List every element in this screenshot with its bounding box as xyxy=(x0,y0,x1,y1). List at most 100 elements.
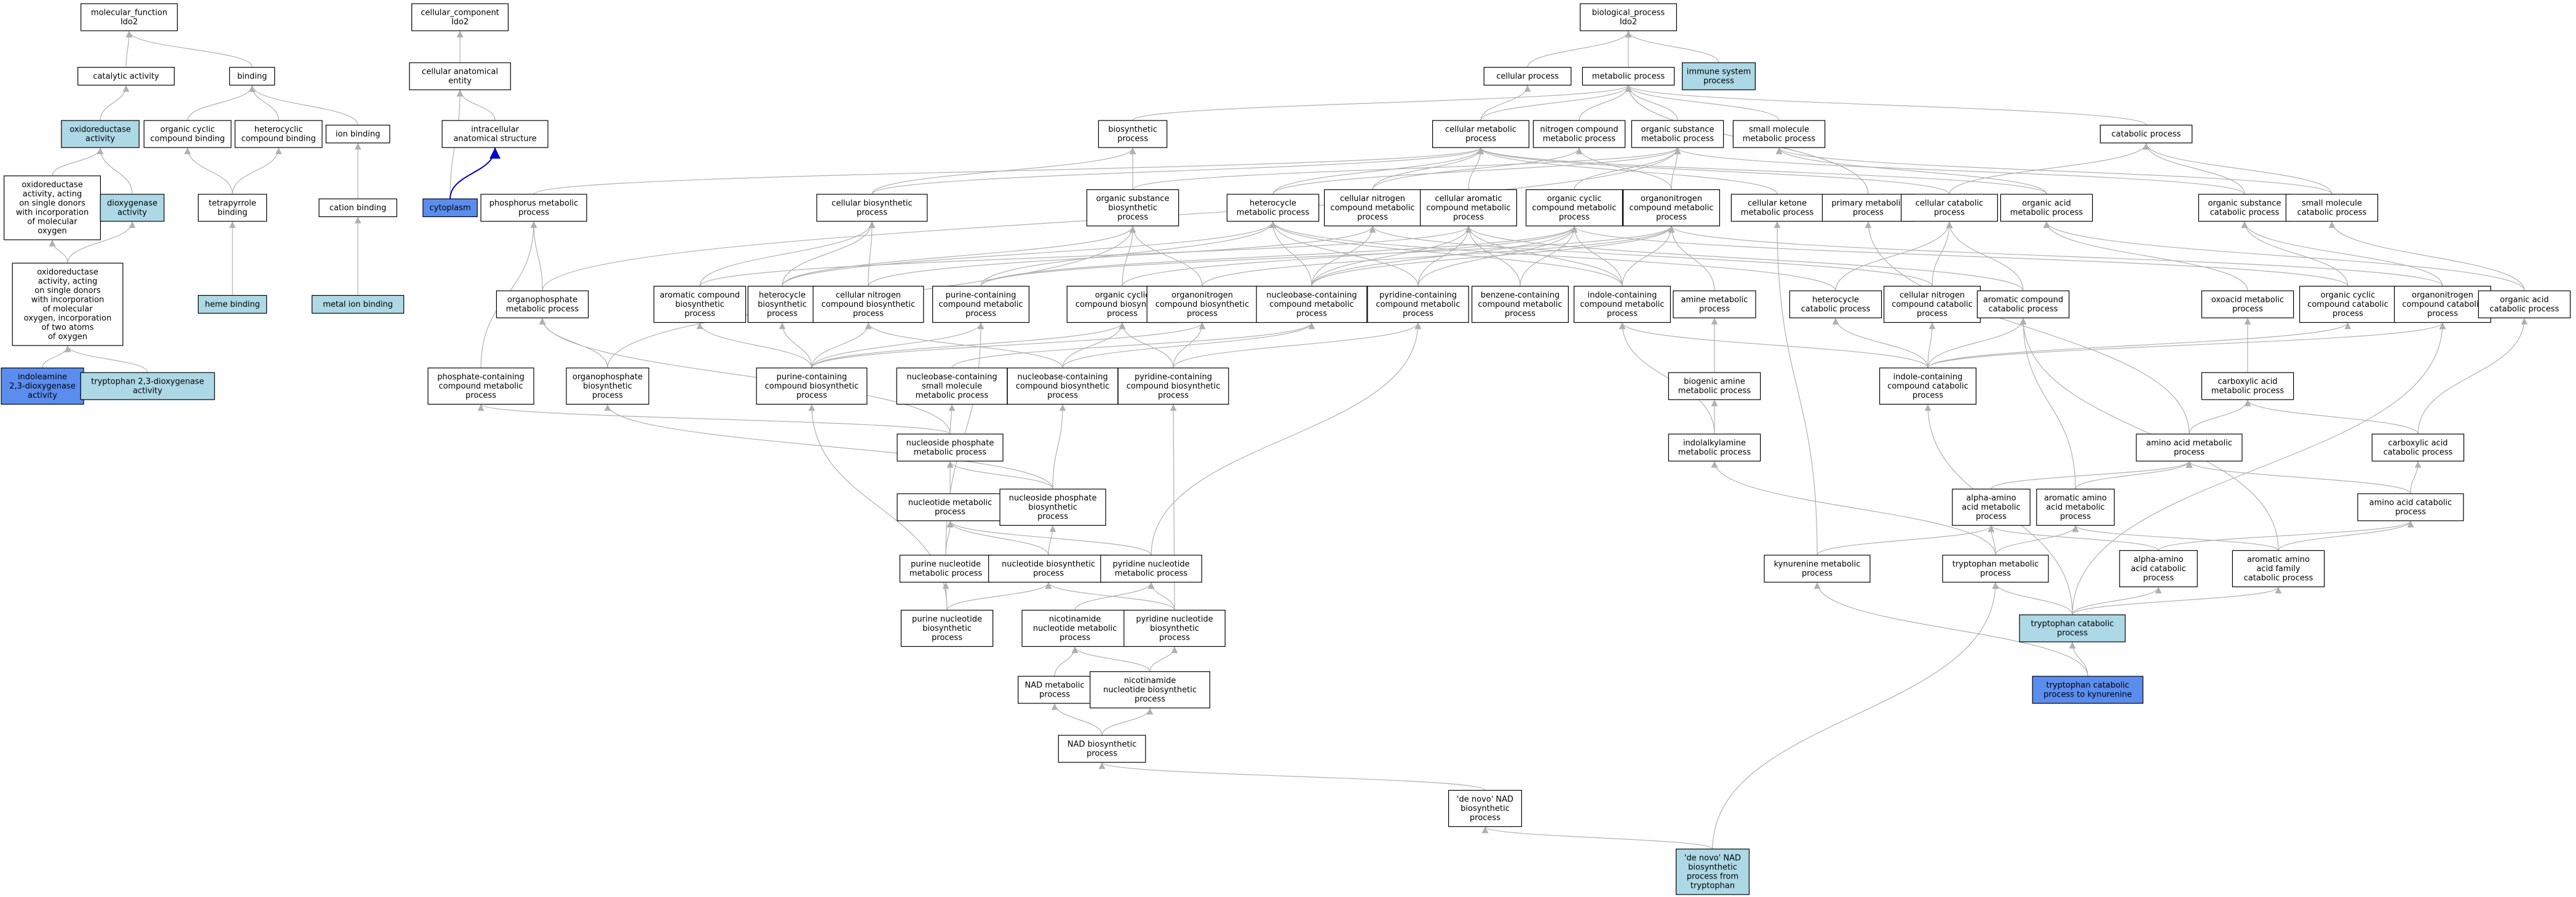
node-box[interactable] xyxy=(1226,194,1320,222)
node-box[interactable] xyxy=(442,120,549,148)
node-box[interactable] xyxy=(900,609,994,647)
node-box[interactable] xyxy=(61,120,140,148)
node-box[interactable] xyxy=(100,194,165,222)
node-box[interactable] xyxy=(2119,550,2198,588)
node-box[interactable] xyxy=(756,367,868,405)
node-box[interactable] xyxy=(2136,433,2243,462)
node-box[interactable] xyxy=(1146,285,1258,323)
node-box[interactable] xyxy=(932,285,1029,323)
node-box[interactable] xyxy=(81,3,178,31)
node-box[interactable] xyxy=(1730,194,1824,222)
node-box[interactable] xyxy=(319,198,397,218)
node-box[interactable] xyxy=(1124,609,1226,647)
node-binding[interactable]: binding xyxy=(229,66,275,86)
node-box[interactable] xyxy=(1007,367,1119,405)
node-cat_act[interactable]: catalytic activity xyxy=(77,66,175,86)
node-box[interactable] xyxy=(1952,488,2031,526)
node-box[interactable] xyxy=(1732,120,1826,148)
node-ionb[interactable]: ion binding xyxy=(325,124,390,144)
node-box[interactable] xyxy=(480,194,587,222)
node-box[interactable] xyxy=(653,285,747,323)
node-box[interactable] xyxy=(1668,372,1761,400)
node-box[interactable] xyxy=(1879,367,1977,405)
node-box[interactable] xyxy=(2232,550,2325,588)
node-box[interactable] xyxy=(1432,120,1530,148)
node-box[interactable] xyxy=(2032,676,2144,704)
node-box[interactable] xyxy=(325,124,390,144)
node-box[interactable] xyxy=(1901,194,1999,222)
node-metal[interactable]: metal ion binding xyxy=(311,294,405,314)
node-box[interactable] xyxy=(1942,555,2049,583)
node-box[interactable] xyxy=(1574,285,1671,323)
node-box[interactable] xyxy=(1086,189,1179,227)
node-box[interactable] xyxy=(234,120,323,148)
node-box[interactable] xyxy=(1631,120,1724,148)
node-box[interactable] xyxy=(1821,194,1915,222)
node-box[interactable] xyxy=(2099,124,2193,144)
node-box[interactable] xyxy=(1021,609,1128,647)
node-box[interactable] xyxy=(2357,493,2464,521)
node-box[interactable] xyxy=(2201,290,2294,318)
node-box[interactable] xyxy=(1526,189,1623,227)
node-box[interactable] xyxy=(411,3,509,31)
node-box[interactable] xyxy=(1100,555,1202,583)
node-box[interactable] xyxy=(899,555,993,583)
node-box[interactable] xyxy=(2036,488,2115,526)
node-box[interactable] xyxy=(1324,189,1422,227)
node-box[interactable] xyxy=(2201,372,2294,400)
node-box[interactable] xyxy=(1058,735,1146,763)
node-box[interactable] xyxy=(496,290,589,318)
node-box[interactable] xyxy=(1448,789,1523,828)
node-box[interactable] xyxy=(2000,194,2093,222)
node-box[interactable] xyxy=(229,66,275,86)
node-box[interactable] xyxy=(1976,290,2070,318)
